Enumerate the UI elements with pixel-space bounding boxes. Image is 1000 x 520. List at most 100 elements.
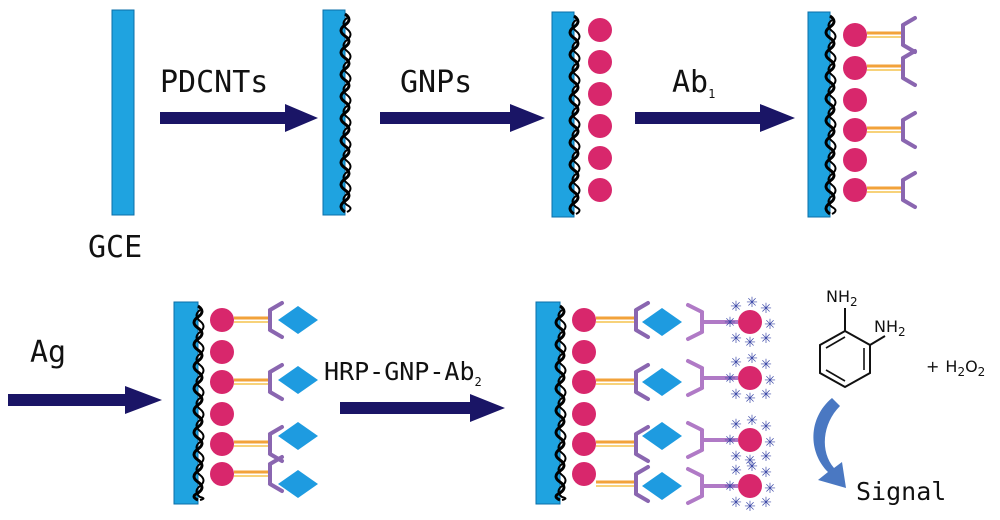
step-pdcnts <box>322 9 352 216</box>
asterisk-hrp-icon: ✳ <box>730 463 742 479</box>
pdcnt-chain-segment <box>554 304 566 502</box>
gold-nanoparticle-icon <box>843 23 867 47</box>
ab1-antibody-column <box>596 301 650 503</box>
asterisk-hrp-icon: ✳ <box>746 351 758 367</box>
asterisk-hrp-icon: ✳ <box>760 331 772 347</box>
nh2-top-label: NH2 <box>826 287 858 309</box>
pdcnt-chain-segment <box>339 12 351 214</box>
diamond-antigen-icon <box>642 368 682 396</box>
arrow-gnps: GNPs <box>380 65 545 132</box>
asterisk-hrp-icon: ✳ <box>730 417 742 433</box>
pdcnt-chain-segment <box>342 17 352 213</box>
antigen-column <box>642 308 682 500</box>
antibody-arm <box>901 198 917 209</box>
antibody-arm <box>268 301 284 312</box>
bond-right <box>869 335 886 346</box>
opd-molecule: NH2 NH2 +H2O2 <box>819 287 985 389</box>
asterisk-hrp-icon: ✳ <box>744 499 756 515</box>
antibody-arm <box>634 465 650 476</box>
ab1-label: Ab1 <box>672 65 715 101</box>
electrode-bar-icon <box>111 9 135 216</box>
gold-nanoparticle-icon <box>210 432 234 456</box>
antibody-arm <box>901 111 917 122</box>
asterisk-hrp-icon: ✳ <box>730 331 742 347</box>
antigen-column <box>278 306 318 498</box>
right-arrow-icon <box>340 394 505 422</box>
step-ab1 <box>807 11 917 218</box>
asterisk-hrp-icon: ✳ <box>760 357 772 373</box>
right-arrow-icon <box>8 386 162 414</box>
antibody-arm <box>901 16 917 27</box>
pdcnt-chain-icon <box>824 14 837 216</box>
antibody-arm <box>901 76 917 87</box>
antibody-arm <box>901 138 917 149</box>
asterisk-hrp-icon: ✳ <box>764 373 776 389</box>
pdcnt-chain-segment <box>568 14 580 216</box>
asterisk-hrp-icon: ✳ <box>730 355 742 371</box>
step-gnps <box>551 11 612 218</box>
antibody-arm <box>686 421 704 432</box>
antibody-arm <box>634 425 650 436</box>
gold-nanoparticle-icon <box>572 340 596 364</box>
signal-label: Signal <box>856 477 946 506</box>
ab2-hrp-column: ✳✳✳✳✳✳✳✳✳✳✳✳✳✳✳✳✳✳✳✳✳✳✳✳✳✳✳✳✳✳✳✳ <box>686 295 776 515</box>
gold-nanoparticle-icon <box>572 308 596 332</box>
plus-h2o2-label: +H2O2 <box>926 357 985 379</box>
asterisk-hrp-icon: ✳ <box>730 299 742 315</box>
gold-nanoparticle-icon <box>210 340 234 364</box>
asterisk-hrp-icon: ✳ <box>724 315 736 331</box>
gold-nanoparticle-icon <box>572 402 596 426</box>
gold-nanoparticle-icon <box>572 370 596 394</box>
pdcnt-chain-icon <box>339 12 352 214</box>
antibody-arm <box>268 455 284 466</box>
antibody-arm <box>686 359 704 370</box>
antibody-arm <box>901 171 917 182</box>
asterisk-hrp-icon: ✳ <box>760 301 772 317</box>
pdcnt-chain-segment <box>824 14 836 216</box>
diamond-antigen-icon <box>278 366 318 394</box>
gold-nanoparticle-icon <box>588 82 612 106</box>
asterisk-hrp-icon: ✳ <box>730 495 742 511</box>
gold-nanoparticle-icon <box>588 18 612 42</box>
asterisk-hrp-icon: ✳ <box>746 459 758 475</box>
antibody-arm <box>268 363 284 374</box>
gold-nanoparticle-icon <box>210 308 234 332</box>
right-arrow-icon <box>380 104 545 132</box>
gold-nanoparticle-icon <box>843 148 867 172</box>
nh2-right-label: NH2 <box>874 317 906 339</box>
arrow-pdcnts: PDCNTs <box>160 65 318 132</box>
gold-nanoparticle-icon <box>738 310 762 334</box>
gnp-column <box>588 18 612 202</box>
antibody-arm <box>686 494 704 505</box>
gold-nanoparticle-icon <box>588 50 612 74</box>
antibody-arm <box>686 330 704 341</box>
asterisk-hrp-icon: ✳ <box>746 413 758 429</box>
right-arrow-icon <box>635 104 795 132</box>
gold-nanoparticle-icon <box>210 402 234 426</box>
pdcnt-chain-icon <box>568 14 581 216</box>
gold-nanoparticle-icon <box>572 432 596 456</box>
antibody-arm <box>634 390 650 401</box>
step-ag <box>173 301 318 505</box>
right-arrow-icon <box>160 104 318 132</box>
asterisk-hrp-icon: ✳ <box>744 391 756 407</box>
pdcnt-chain-icon <box>554 304 567 502</box>
antibody-arm <box>268 482 284 493</box>
diamond-antigen-icon <box>642 472 682 500</box>
pdcnt-chain-segment <box>827 19 837 215</box>
asterisk-hrp-icon: ✳ <box>760 465 772 481</box>
antibody-arm <box>268 328 284 339</box>
gnp-column <box>843 23 867 202</box>
step-gce: GCE <box>88 9 142 265</box>
gold-nanoparticle-icon <box>738 366 762 390</box>
antibody-arm <box>634 301 650 312</box>
signal-arrow: Signal <box>813 398 946 506</box>
antibody-arm <box>686 448 704 459</box>
asterisk-hrp-icon: ✳ <box>724 371 736 387</box>
gnp-column <box>572 308 596 486</box>
diamond-antigen-icon <box>642 422 682 450</box>
gnps-label: GNPs <box>400 65 472 100</box>
asterisk-hrp-icon: ✳ <box>744 335 756 351</box>
antibody-arm <box>634 452 650 463</box>
